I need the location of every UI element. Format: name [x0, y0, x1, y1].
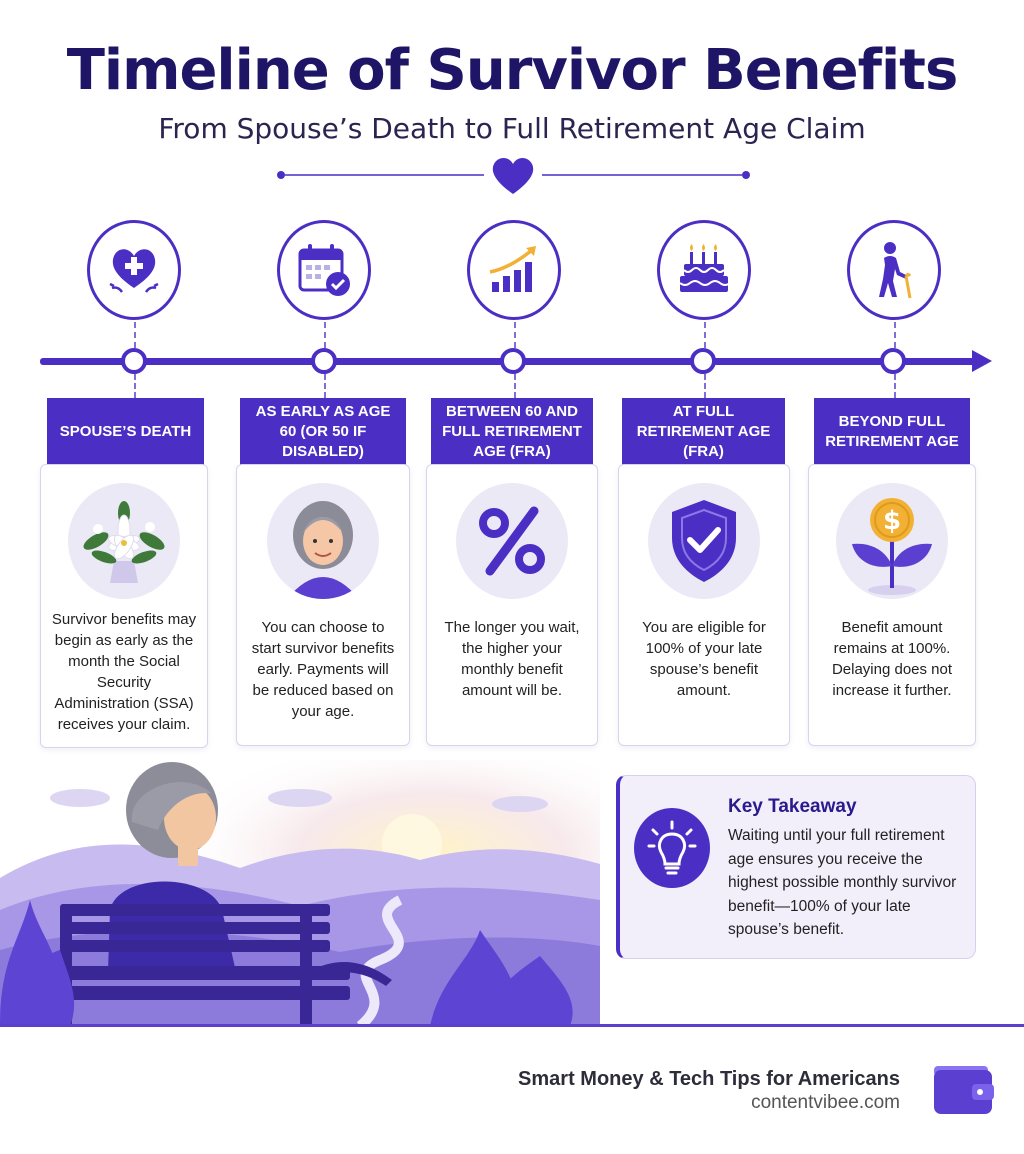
- stage-card-2: You can choose to start survivor benefit…: [236, 464, 410, 746]
- stage-card-3: The longer you wait, the higher your mon…: [426, 464, 598, 746]
- calendar-check-icon: [298, 244, 350, 296]
- stage-text-4: You are eligible for 100% of your late s…: [642, 619, 766, 699]
- svg-text:$: $: [883, 506, 901, 536]
- birthday-cake-icon: [679, 244, 731, 292]
- stage-label-3: Between 60 and full retirement age (FRA): [431, 398, 593, 466]
- timeline-node-3: [500, 348, 526, 374]
- stage-card-4: You are eligible for 100% of your late s…: [618, 464, 790, 746]
- page-title: Timeline of Survivor Benefits: [66, 38, 959, 103]
- lightbulb-icon: [634, 808, 710, 888]
- heart-divider: [277, 158, 750, 194]
- wallet-icon: [934, 1066, 994, 1114]
- key-takeaway-box: Key Takeaway Waiting until your full ret…: [616, 775, 976, 959]
- timeline-node-2: [311, 348, 337, 374]
- stage-card-1: Survivor benefits may begin as early as …: [40, 464, 208, 748]
- stage-card-5: $ Benefit amount remains at 100%. Delayi…: [808, 464, 976, 746]
- timeline-node-4: [690, 348, 716, 374]
- stage-label-4: At full retirement age (FRA): [622, 398, 785, 466]
- stage-icon-circle-5: [847, 220, 941, 320]
- heart-cross-icon: [109, 249, 159, 293]
- page-subtitle: From Spouse’s Death to Full Retirement A…: [158, 112, 866, 145]
- heart-icon: [492, 158, 534, 194]
- stage-label-2: As early as age 60 (or 50 if disabled): [240, 398, 406, 466]
- widow-bench-scene: [0, 760, 600, 1026]
- stage-text-3: The longer you wait, the higher your mon…: [444, 619, 580, 699]
- timeline-arrow-icon: [972, 350, 992, 372]
- footer-brand: Smart Money & Tech Tips for Americans: [518, 1068, 900, 1090]
- stage-label-1: Spouse’s Death: [47, 398, 204, 466]
- money-plant-icon: $: [836, 483, 948, 599]
- stage-icon-circle-1: [87, 220, 181, 320]
- footer-divider: [0, 1024, 1024, 1027]
- bench-icon: [40, 904, 392, 1026]
- takeaway-title: Key Takeaway: [728, 796, 857, 817]
- stage-icon-circle-2: [277, 220, 371, 320]
- stage-text-5: Benefit amount remains at 100%. Delaying…: [831, 619, 953, 699]
- percent-icon: [456, 483, 568, 599]
- stage-text-2: You can choose to start survivor benefit…: [251, 619, 395, 720]
- growth-chart-icon: [489, 246, 536, 292]
- woman-avatar-icon: [267, 483, 379, 599]
- stage-icon-circle-4: [657, 220, 751, 320]
- shield-check-icon: [648, 483, 760, 599]
- elderly-person-icon: [879, 242, 912, 299]
- takeaway-text: Waiting until your full retirement age e…: [728, 827, 957, 938]
- stage-label-5: Beyond full retirement age: [814, 398, 970, 466]
- timeline-node-1: [121, 348, 147, 374]
- stage-text-1: Survivor benefits may begin as early as …: [51, 611, 197, 733]
- timeline-node-5: [880, 348, 906, 374]
- lily-flowers-icon: [68, 483, 180, 599]
- footer-url[interactable]: contentvibee.com: [751, 1092, 900, 1113]
- stage-icon-circle-3: [467, 220, 561, 320]
